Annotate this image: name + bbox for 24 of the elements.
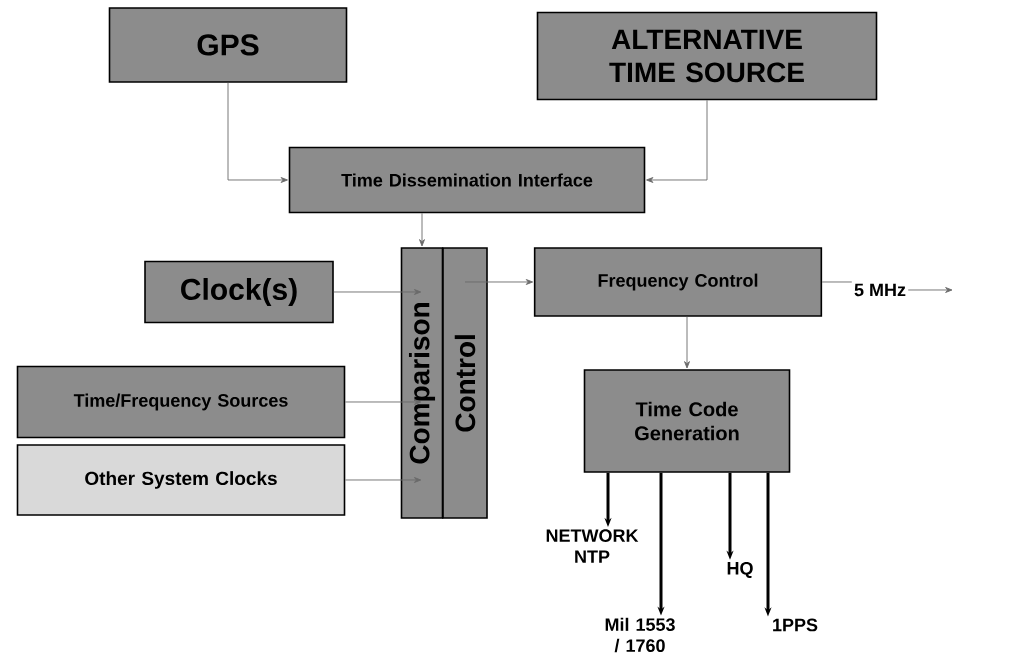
arrow <box>344 477 422 483</box>
arrow <box>464 279 534 285</box>
output-label: 1PPS <box>773 618 818 632</box>
arrow <box>684 316 690 369</box>
arrow <box>344 399 422 405</box>
process-box: GPS <box>108 7 348 83</box>
arrow <box>907 287 953 293</box>
process-box: Time Dissemination Interface <box>288 146 646 214</box>
process-box: ALTERNATIVE TIME SOURCE <box>536 11 878 101</box>
process-box: Time Code Generation <box>583 369 791 473</box>
arrow <box>227 82 288 183</box>
output-label: NETWORK NTP <box>546 529 639 563</box>
output-label: HQ <box>727 561 753 579</box>
process-box: Control <box>442 247 488 519</box>
process-box: Frequency Control <box>533 247 823 317</box>
process-box: Time/Frequency Sources <box>16 365 346 439</box>
output-label: 5 MHz <box>854 283 906 297</box>
process-box: Comparison <box>400 247 444 519</box>
arrow <box>646 99 708 183</box>
process-box: Other System Clocks <box>16 444 346 516</box>
arrow <box>419 212 425 247</box>
process-box: Clock(s) <box>144 260 334 324</box>
output-label: Mil 1553 / 1760 <box>605 617 675 653</box>
arrow <box>333 289 422 295</box>
